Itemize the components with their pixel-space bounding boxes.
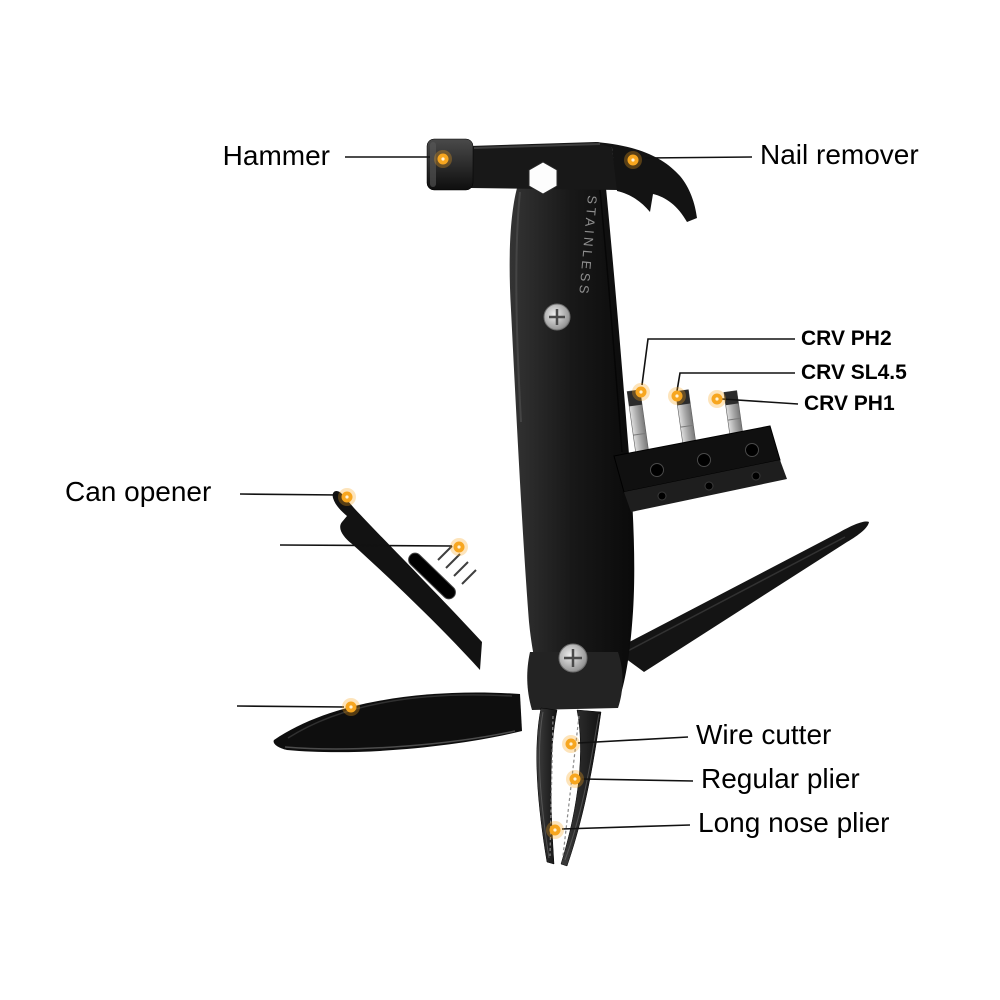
label-nail-remover: Nail remover (760, 139, 919, 170)
leader-line-bit-ph2 (641, 338, 795, 386)
dot-serrated-edge (450, 538, 468, 556)
leader-line-knife (236, 705, 345, 708)
bit-holder (613, 389, 787, 512)
dot-regular-plier (566, 770, 584, 788)
dot-nail-remover (624, 151, 642, 169)
dot-bit-ph2 (632, 383, 650, 401)
plier-jaw-right (560, 709, 602, 867)
handle: STAINLESS (509, 170, 635, 706)
leader-line-bit-ph1 (721, 398, 799, 405)
leader-line-can-opener (239, 493, 341, 496)
plier-jaw-left (536, 707, 558, 865)
label-regular-plier: Regular plier (701, 763, 860, 794)
dot-can-opener (338, 488, 356, 506)
label-wire-cutter: Wire cutter (696, 719, 832, 750)
pliers (527, 652, 623, 867)
nail-remover-claw (596, 142, 697, 222)
leader-lines (236, 156, 799, 830)
marker-dots (338, 150, 726, 839)
leader-line-regular-plier (581, 778, 694, 782)
label-long-nose-plier: Long nose plier (698, 807, 890, 838)
label-bit-ph1: CRV PH1 (804, 392, 895, 415)
hammer-head (426, 138, 697, 222)
hex-wrench-hole (528, 161, 558, 195)
dot-knife (342, 698, 360, 716)
leader-line-wire-cutter (577, 736, 689, 744)
pivot-screw-top (543, 303, 571, 331)
leader-line-nail-remover (644, 156, 753, 159)
dot-hammer (434, 150, 452, 168)
knife-blade (273, 692, 522, 753)
can-opener-arm (332, 490, 482, 670)
label-bit-ph2: CRV PH2 (801, 327, 892, 350)
pivot-screw-bottom (558, 643, 588, 673)
label-can-opener: Can opener (65, 476, 212, 507)
label-bit-sl45: CRV SL4.5 (801, 361, 907, 384)
dot-bit-ph1 (708, 390, 726, 408)
dot-long-nose-plier (546, 821, 564, 839)
pry-arm (614, 521, 869, 672)
dot-bit-sl45 (668, 387, 686, 405)
label-hammer: Hammer (222, 140, 330, 171)
dot-wire-cutter (562, 735, 580, 753)
leader-line-bit-sl45 (676, 372, 795, 392)
hammer-face (426, 138, 474, 191)
leader-line-serrated-edge (279, 544, 453, 547)
leader-line-long-nose-plier (561, 824, 691, 830)
